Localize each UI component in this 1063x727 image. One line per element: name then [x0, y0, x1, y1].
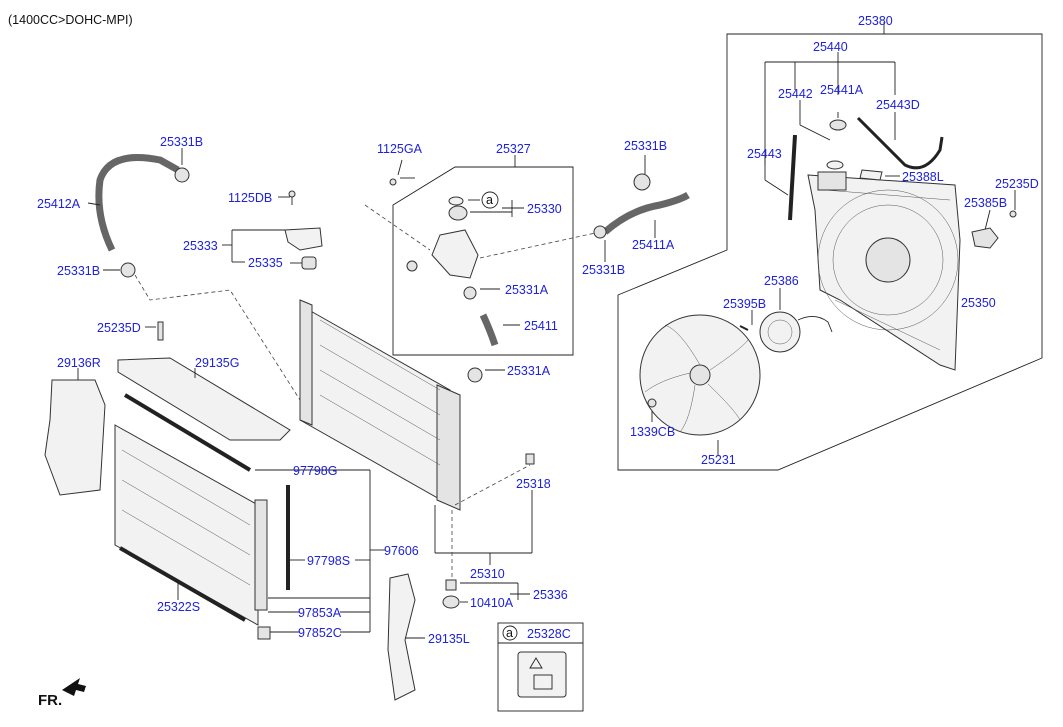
fan-motor [759, 311, 833, 353]
label-25386: 25386 [764, 274, 799, 288]
air-guard-29135G [117, 357, 291, 441]
label-97798S: 97798S [307, 554, 350, 568]
label-29135L: 29135L [428, 632, 470, 646]
oring-10410A [442, 595, 460, 609]
clamp-25331A [467, 367, 483, 383]
screw-25235D [1009, 210, 1017, 218]
label-25443D: 25443D [876, 98, 920, 112]
label-25388L: 25388L [902, 170, 944, 184]
screw-25235D-left [157, 321, 164, 341]
label-box-letter: a [506, 626, 513, 640]
cap-25441A [829, 119, 847, 131]
clamp-25331B-top [174, 167, 190, 183]
label-25231: 25231 [701, 453, 736, 467]
reservoir-body [431, 229, 479, 279]
label-25336: 25336 [533, 588, 568, 602]
plug-25336 [445, 579, 457, 591]
clamp-25331A-inner [463, 286, 477, 300]
hose-25411 [479, 313, 499, 347]
plug-25318 [525, 453, 535, 465]
label-25331A: 25331A [507, 364, 551, 378]
label-25350: 25350 [961, 296, 996, 310]
label-97853A: 97853A [298, 606, 342, 620]
label-25310: 25310 [470, 567, 505, 581]
label-97798G: 97798G [293, 464, 337, 478]
bolt-1125DB [288, 190, 296, 198]
label-97606: 97606 [384, 544, 419, 558]
label-25318: 25318 [516, 477, 551, 491]
label-97852C: 97852C [298, 626, 342, 640]
engine-spec-header: (1400CC>DOHC-MPI) [8, 13, 133, 27]
front-arrow-icon [62, 678, 86, 696]
label-25331A-inner: 25331A [505, 283, 549, 297]
label-25235D-left: 25235D [97, 321, 141, 335]
radiator [299, 299, 461, 511]
label-25440: 25440 [813, 40, 848, 54]
label-box [497, 622, 584, 712]
air-guard-29135L [387, 573, 416, 701]
nut-1339CB [647, 398, 657, 408]
label-10410A: 10410A [470, 596, 514, 610]
front-direction-label: FR. [38, 692, 62, 709]
label-25328C: 25328C [527, 627, 571, 641]
label-25441A: 25441A [820, 83, 864, 97]
receiver-drier [254, 499, 268, 611]
cap-25330 [448, 205, 468, 221]
bolt-1125GA [389, 178, 397, 186]
label-25411: 25411 [524, 319, 558, 333]
clamp-25331B-top-mid [633, 173, 651, 191]
label-25380: 25380 [858, 14, 893, 28]
label-25331B-top-left: 25331B [160, 135, 203, 149]
label-25327: 25327 [496, 142, 531, 156]
seal-upper [123, 393, 252, 472]
condenser [114, 424, 268, 626]
clamp-25331B-mid [593, 225, 607, 239]
label-25331B-left: 25331B [57, 264, 100, 278]
label-25335: 25335 [248, 256, 283, 270]
hose-25412A [95, 154, 180, 252]
screw-25395B [739, 325, 749, 331]
label-25330: 25330 [527, 202, 562, 216]
label-1125DB: 1125DB [228, 191, 272, 205]
connector-25385B [971, 227, 999, 249]
label-25411A: 25411A [632, 238, 675, 252]
label-25331B-mid: 25331B [582, 263, 625, 277]
callout-a-letter: a [486, 193, 493, 207]
fan-assembly-boundary [617, 33, 1043, 471]
seal-lower [119, 546, 246, 622]
caution-label [517, 651, 567, 698]
label-1339CB: 1339CB [630, 425, 675, 439]
callout-a-circle [481, 191, 499, 209]
air-guard-29136R [44, 379, 106, 496]
label-29135G: 29135G [195, 356, 239, 370]
label-25442: 25442 [778, 87, 813, 101]
label-25385B: 25385B [964, 196, 1007, 210]
hose-25411A [602, 191, 690, 235]
pipe-25443 [788, 134, 797, 221]
reservoir-group-boundary [392, 166, 574, 356]
label-25235D-right: 25235D [995, 177, 1039, 191]
fan-shroud [807, 160, 961, 371]
clamp-25331B-left [120, 262, 136, 278]
label-25395B: 25395B [723, 297, 766, 311]
fan-blade [639, 314, 761, 436]
mount-25335 [301, 256, 317, 270]
label-25322S: 25322S [157, 600, 200, 614]
label-25333: 25333 [183, 239, 218, 253]
label-25412A: 25412A [37, 197, 81, 211]
label-1125GA: 1125GA [377, 142, 423, 156]
label-25443: 25443 [747, 147, 782, 161]
bracket-25333 [284, 227, 323, 251]
hose-25443D [856, 116, 944, 170]
label-25331B-top-mid: 25331B [624, 139, 667, 153]
cap-97852C [257, 626, 271, 640]
clip-25388L [859, 169, 883, 181]
label-29136R: 29136R [57, 356, 101, 370]
